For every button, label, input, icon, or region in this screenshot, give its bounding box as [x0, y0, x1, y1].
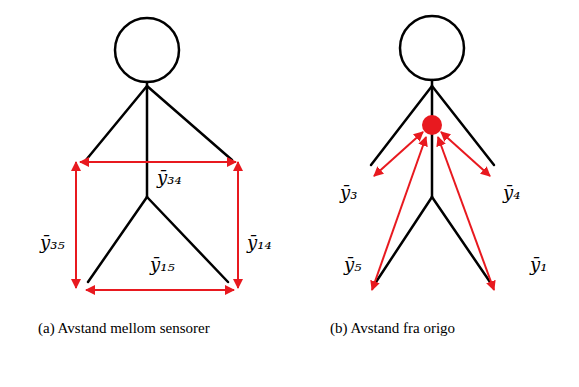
- distance-label: ȳ₄: [503, 182, 520, 204]
- distance-label: ȳ₃₅: [40, 232, 65, 254]
- distance-label: ȳ₁₅: [150, 254, 175, 276]
- stick-figure-a: [86, 18, 232, 282]
- origin-dot: [422, 115, 442, 135]
- subfigure-caption: (a) Avstand mellom sensorer: [38, 318, 243, 340]
- subfigure-caption: (b) Avstand fra origo: [330, 318, 560, 340]
- distance-label: ȳ₅: [344, 254, 361, 276]
- distance-label: ȳ₁: [530, 254, 547, 276]
- distance-arrows-b: [372, 132, 494, 290]
- distance-label: ȳ₃₄: [157, 167, 182, 189]
- distance-label: ȳ₁₄: [247, 232, 272, 254]
- distance-arrows-a: [76, 162, 238, 290]
- distance-label: ȳ₃: [340, 182, 357, 204]
